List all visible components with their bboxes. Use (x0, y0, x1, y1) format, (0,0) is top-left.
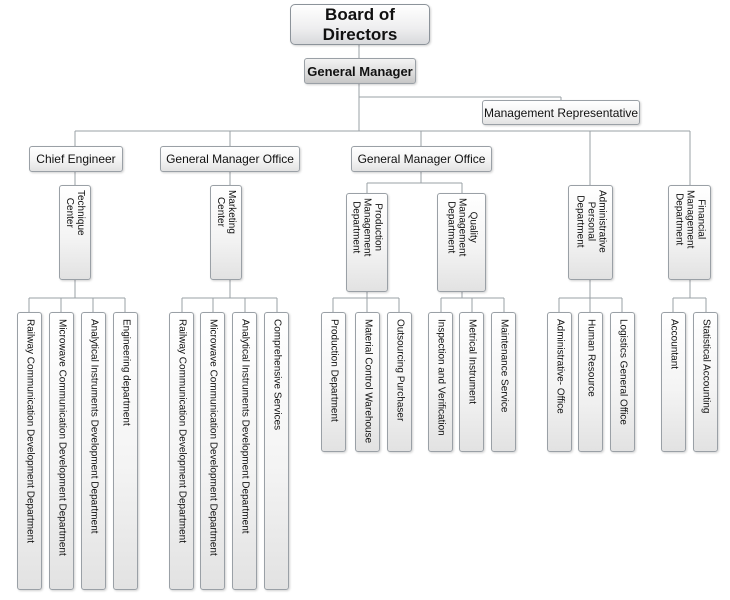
production-management-department-node: Production Management Department (346, 193, 388, 292)
chief-engineer-label: Chief Engineer (36, 152, 116, 166)
leaf-node: Statistical Accounting (693, 312, 718, 452)
general-manager-office-label-2: General Manager Office (357, 152, 486, 166)
leaf-label: Microwave Communication Development Depa… (207, 319, 218, 556)
leaf-label: Administrative- Office (554, 319, 565, 414)
leaf-label: Comprehensive Services (271, 319, 282, 431)
financial-management-department-node: Financial Management Department (668, 185, 711, 280)
leaf-label: Engineering department (120, 319, 131, 426)
leaf-label: Material Control Warehouse (362, 319, 373, 444)
general-manager-office-node-2: General Manager Office (351, 146, 492, 172)
leaf-label: Maintenance Service (498, 319, 509, 413)
board-of-directors-label: Board of Directors (322, 4, 398, 44)
leaf-label: Railway Communication Development Depart… (176, 319, 187, 543)
leaf-label: Production Department (328, 319, 339, 422)
leaf-label: Analytical Instruments Development Depar… (239, 319, 250, 534)
leaf-node: Metrical Instrument (459, 312, 484, 452)
general-manager-office-node-1: General Manager Office (160, 146, 300, 172)
leaf-node: Production Department (321, 312, 346, 452)
marketing-center-label: Marketing Center (215, 190, 237, 234)
general-manager-node: General Manager (304, 58, 416, 84)
leaf-label: Railway Communication Development Depart… (24, 319, 35, 543)
general-manager-office-label-1: General Manager Office (166, 152, 294, 166)
leaf-node: Microwave Communication Development Depa… (200, 312, 225, 590)
leaf-node: Comprehensive Services (264, 312, 289, 590)
chief-engineer-node: Chief Engineer (29, 146, 123, 172)
leaf-label: Outsourcing Purchaser (394, 319, 405, 422)
leaf-node: Analytical Instruments Development Depar… (232, 312, 257, 590)
leaf-node: Maintenance Service (491, 312, 516, 452)
leaf-node: Microwave Communication Development Depa… (49, 312, 74, 590)
leaf-node: Analytical Instruments Development Depar… (81, 312, 106, 590)
leaf-node: Railway Communication Development Depart… (169, 312, 194, 590)
administrative-personal-department-node: Administrative Personal Department (568, 185, 613, 280)
leaf-node: Accountant (661, 312, 686, 452)
leaf-label: Metrical Instrument (466, 319, 477, 405)
leaf-node: Administrative- Office (547, 312, 572, 452)
leaf-label: Analytical Instruments Development Depar… (88, 319, 99, 534)
leaf-node: Logistics General Office (610, 312, 635, 452)
financial-management-department-label: Financial Management Department (673, 190, 706, 249)
leaf-node: Inspection and Verification (428, 312, 453, 452)
leaf-label: Microwave Communication Development Depa… (56, 319, 67, 556)
leaf-node: Engineering department (113, 312, 138, 590)
management-representative-label: Management Representative (483, 105, 639, 120)
administrative-personal-department-label: Administrative Personal Department (574, 190, 607, 253)
leaf-label: Human Resource (585, 319, 596, 397)
technique-center-node: Technique Center (59, 185, 91, 280)
quality-management-department-label: Quality Management Department (445, 198, 478, 257)
leaf-node: Human Resource (578, 312, 603, 452)
board-of-directors-node: Board of Directors (290, 4, 430, 45)
marketing-center-node: Marketing Center (210, 185, 242, 280)
leaf-node: Railway Communication Development Depart… (17, 312, 42, 590)
leaf-label: Logistics General Office (617, 319, 628, 425)
leaf-node: Outsourcing Purchaser (387, 312, 412, 452)
management-representative-node: Management Representative (482, 100, 640, 125)
leaf-label: Statistical Accounting (700, 319, 711, 414)
technique-center-label: Technique Center (64, 190, 86, 236)
production-management-department-label: Production Management Department (350, 198, 384, 257)
leaf-node: Material Control Warehouse (355, 312, 380, 452)
leaf-label: Accountant (668, 319, 679, 370)
quality-management-department-node: Quality Management Department (437, 193, 486, 292)
leaf-label: Inspection and Verification (435, 319, 446, 436)
general-manager-label: General Manager (307, 63, 413, 79)
